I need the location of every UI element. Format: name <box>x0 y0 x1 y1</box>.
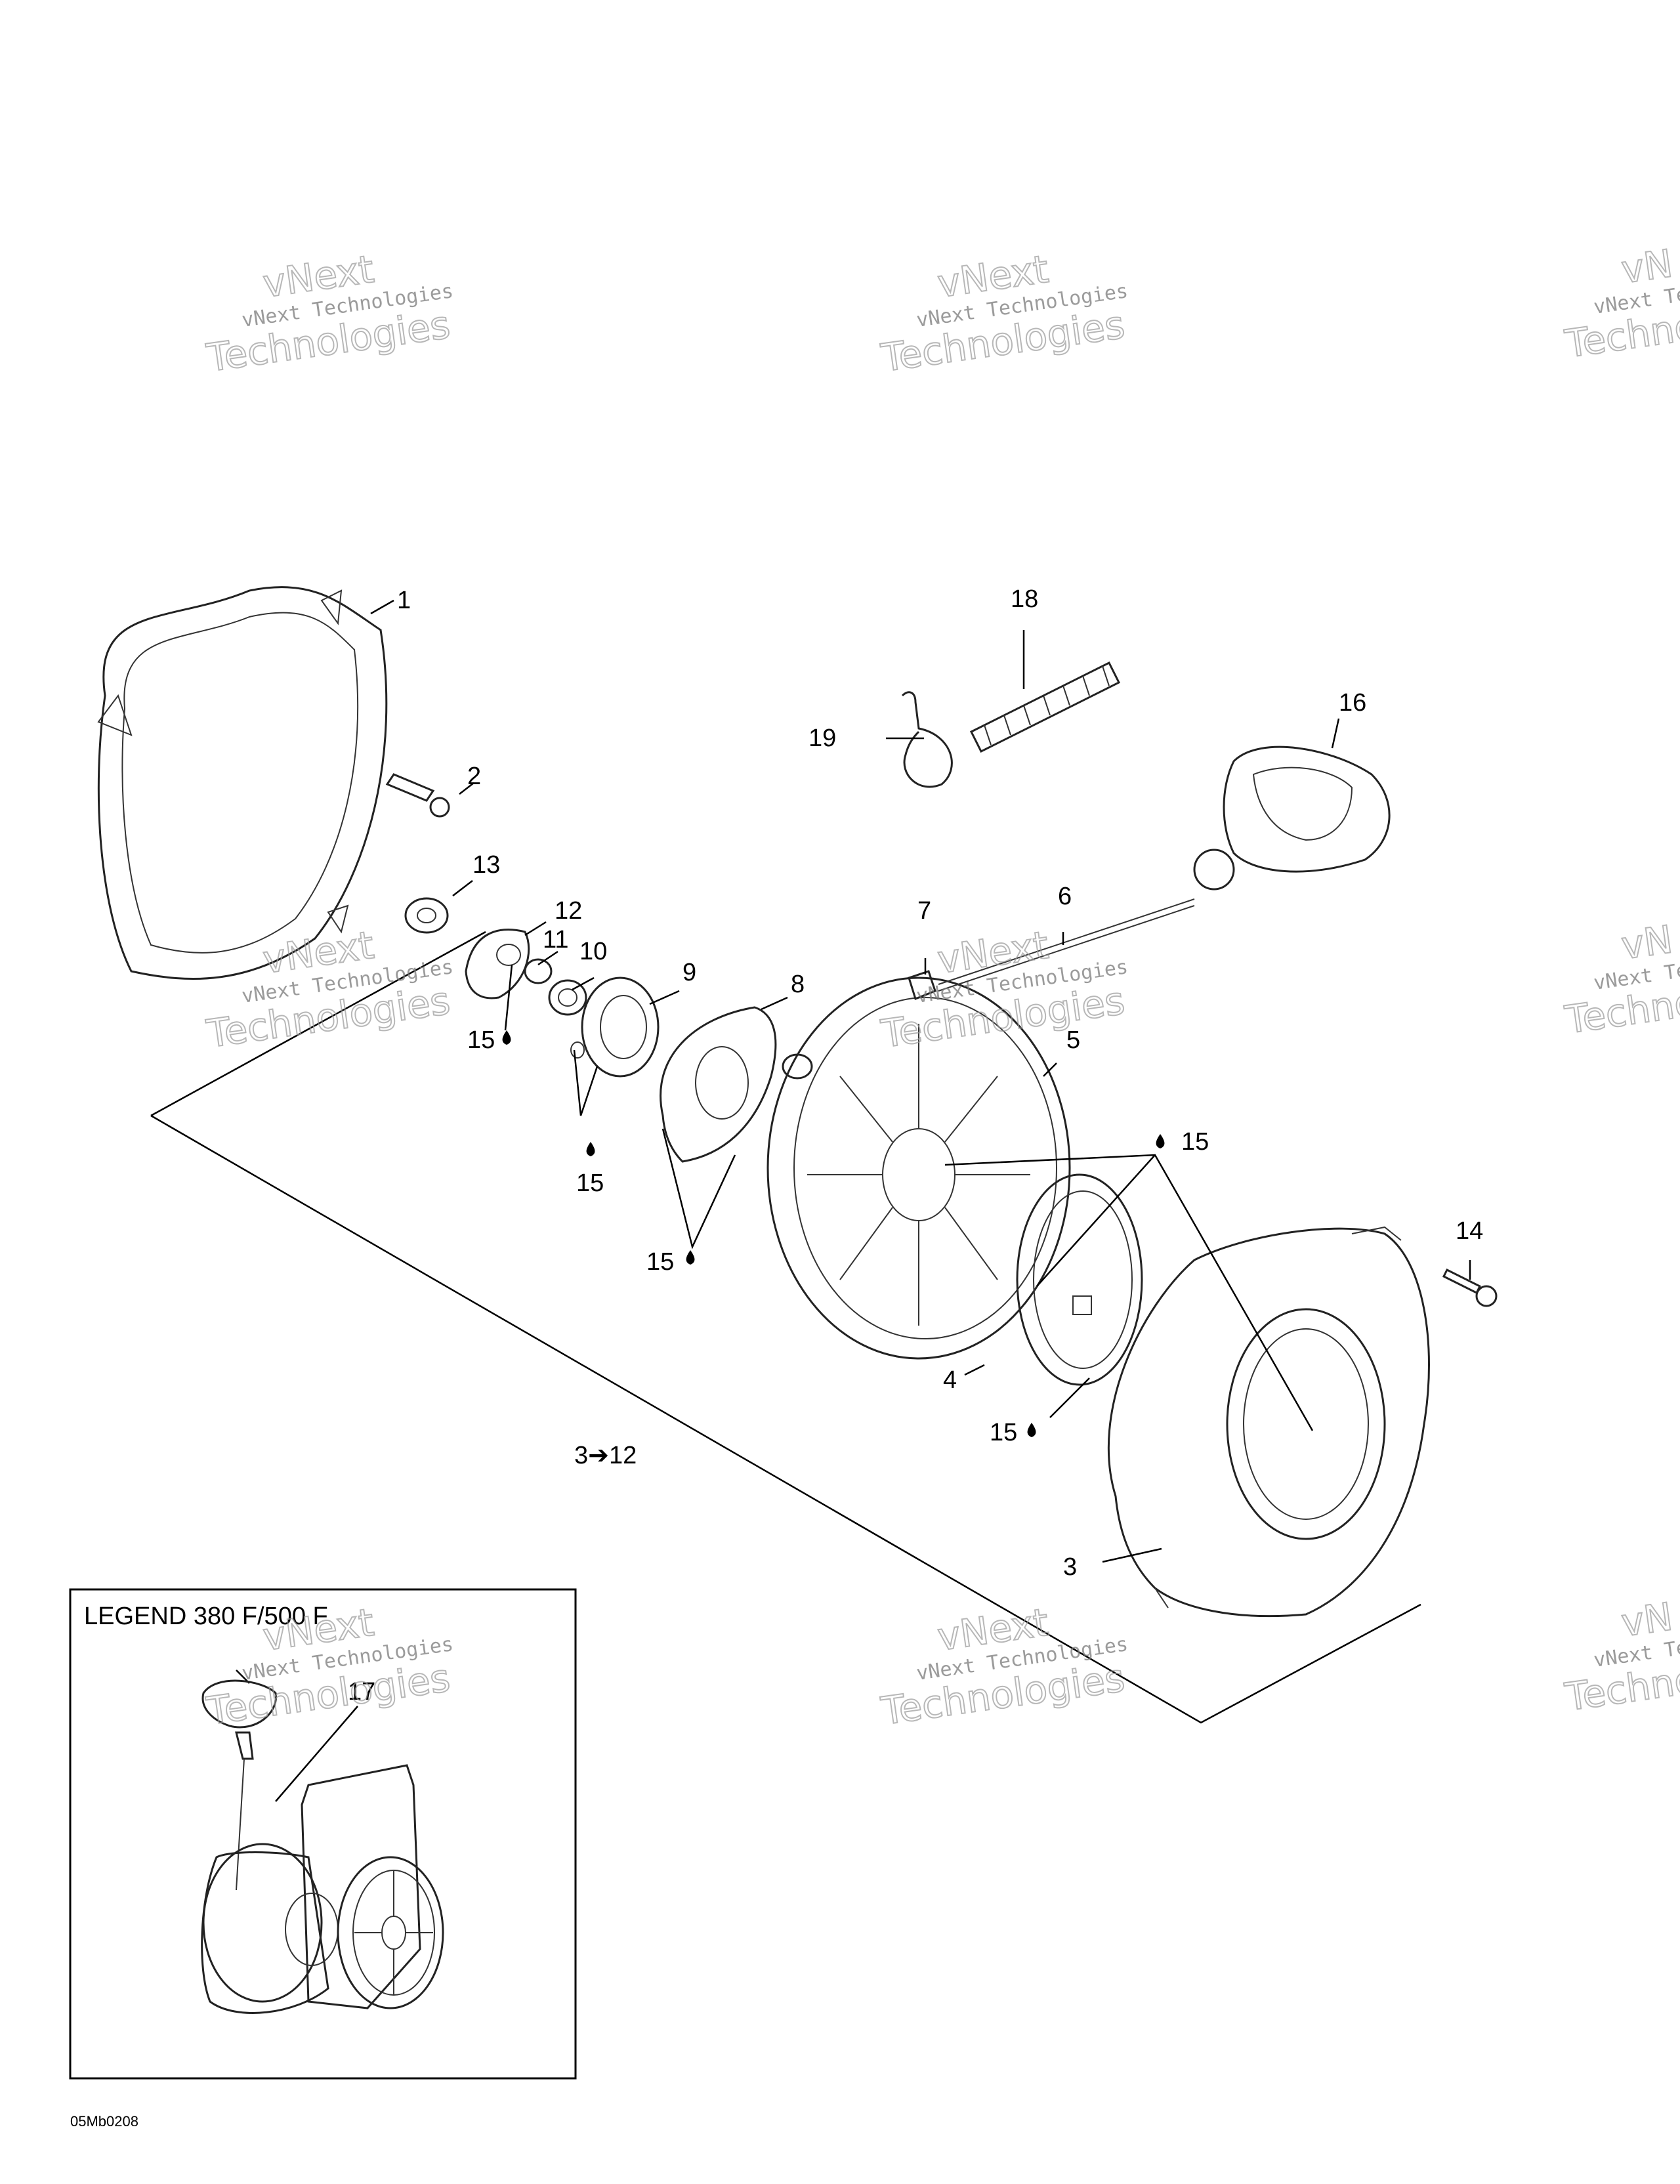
legend-title: LEGEND 380 F/500 F <box>84 1603 328 1630</box>
part-6-rope <box>938 898 1195 992</box>
callout-10: 10 <box>579 938 607 965</box>
leader-lines <box>236 599 1471 1684</box>
part-2-screw <box>385 773 450 818</box>
part-7-key <box>908 970 936 1000</box>
drawing-code: 05Mb0208 <box>70 2113 138 2130</box>
callout-16: 16 <box>1339 689 1366 717</box>
part-16-handle <box>1193 746 1391 891</box>
part-11-washer <box>524 958 553 984</box>
callout-8: 8 <box>791 971 805 998</box>
callout-15e: 15 <box>990 1419 1017 1446</box>
part-12-plate <box>465 929 530 999</box>
grease-drop-icon <box>502 1030 1165 1437</box>
callout-19: 19 <box>808 724 836 752</box>
callout-2: 2 <box>467 763 481 790</box>
callout-1: 1 <box>397 587 411 614</box>
part-4-spring <box>1016 1173 1143 1386</box>
callout-17: 17 <box>348 1678 375 1706</box>
callout-11: 11 <box>543 926 568 954</box>
callout-15a: 15 <box>467 1026 495 1054</box>
part-10-bushing <box>548 979 587 1016</box>
svg-text:vN: vN <box>1618 1594 1675 1645</box>
part-5-sheave <box>766 976 1071 1360</box>
callout-12: 12 <box>555 897 582 925</box>
assembly-group-outline <box>150 931 1421 1724</box>
callout-14: 14 <box>1456 1217 1483 1245</box>
callout-9: 9 <box>682 959 696 986</box>
callout-4: 4 <box>943 1366 957 1394</box>
callout-18: 18 <box>1011 585 1038 613</box>
callout-3: 3 <box>1063 1553 1077 1581</box>
part-9-hub <box>570 976 660 1078</box>
callout-13: 13 <box>472 851 500 879</box>
callout-15d: 15 <box>1181 1128 1209 1156</box>
part-1-ring <box>97 586 388 980</box>
part-3-housing <box>1107 1226 1430 1618</box>
part-18-spring <box>969 661 1121 753</box>
watermark-layer: vNext Technologies vNext Technologies vN… <box>203 240 1680 1734</box>
callout-3-to-12: 3➔12 <box>574 1442 637 1469</box>
part-13-washer <box>404 897 449 934</box>
part-14-bolt <box>1442 1268 1498 1307</box>
callout-15c: 15 <box>646 1248 674 1276</box>
legend-inset: LEGEND 380 F/500 F 17 <box>69 1588 577 2080</box>
callout-6: 6 <box>1058 883 1072 910</box>
svg-text:vN: vN <box>1618 241 1675 292</box>
part-19-clip <box>901 691 953 788</box>
callout-5: 5 <box>1066 1026 1080 1054</box>
svg-text:vN: vN <box>1618 917 1675 968</box>
callout-7: 7 <box>917 897 931 925</box>
part-8-ratchet <box>660 1006 813 1163</box>
callout-15b: 15 <box>576 1169 604 1197</box>
